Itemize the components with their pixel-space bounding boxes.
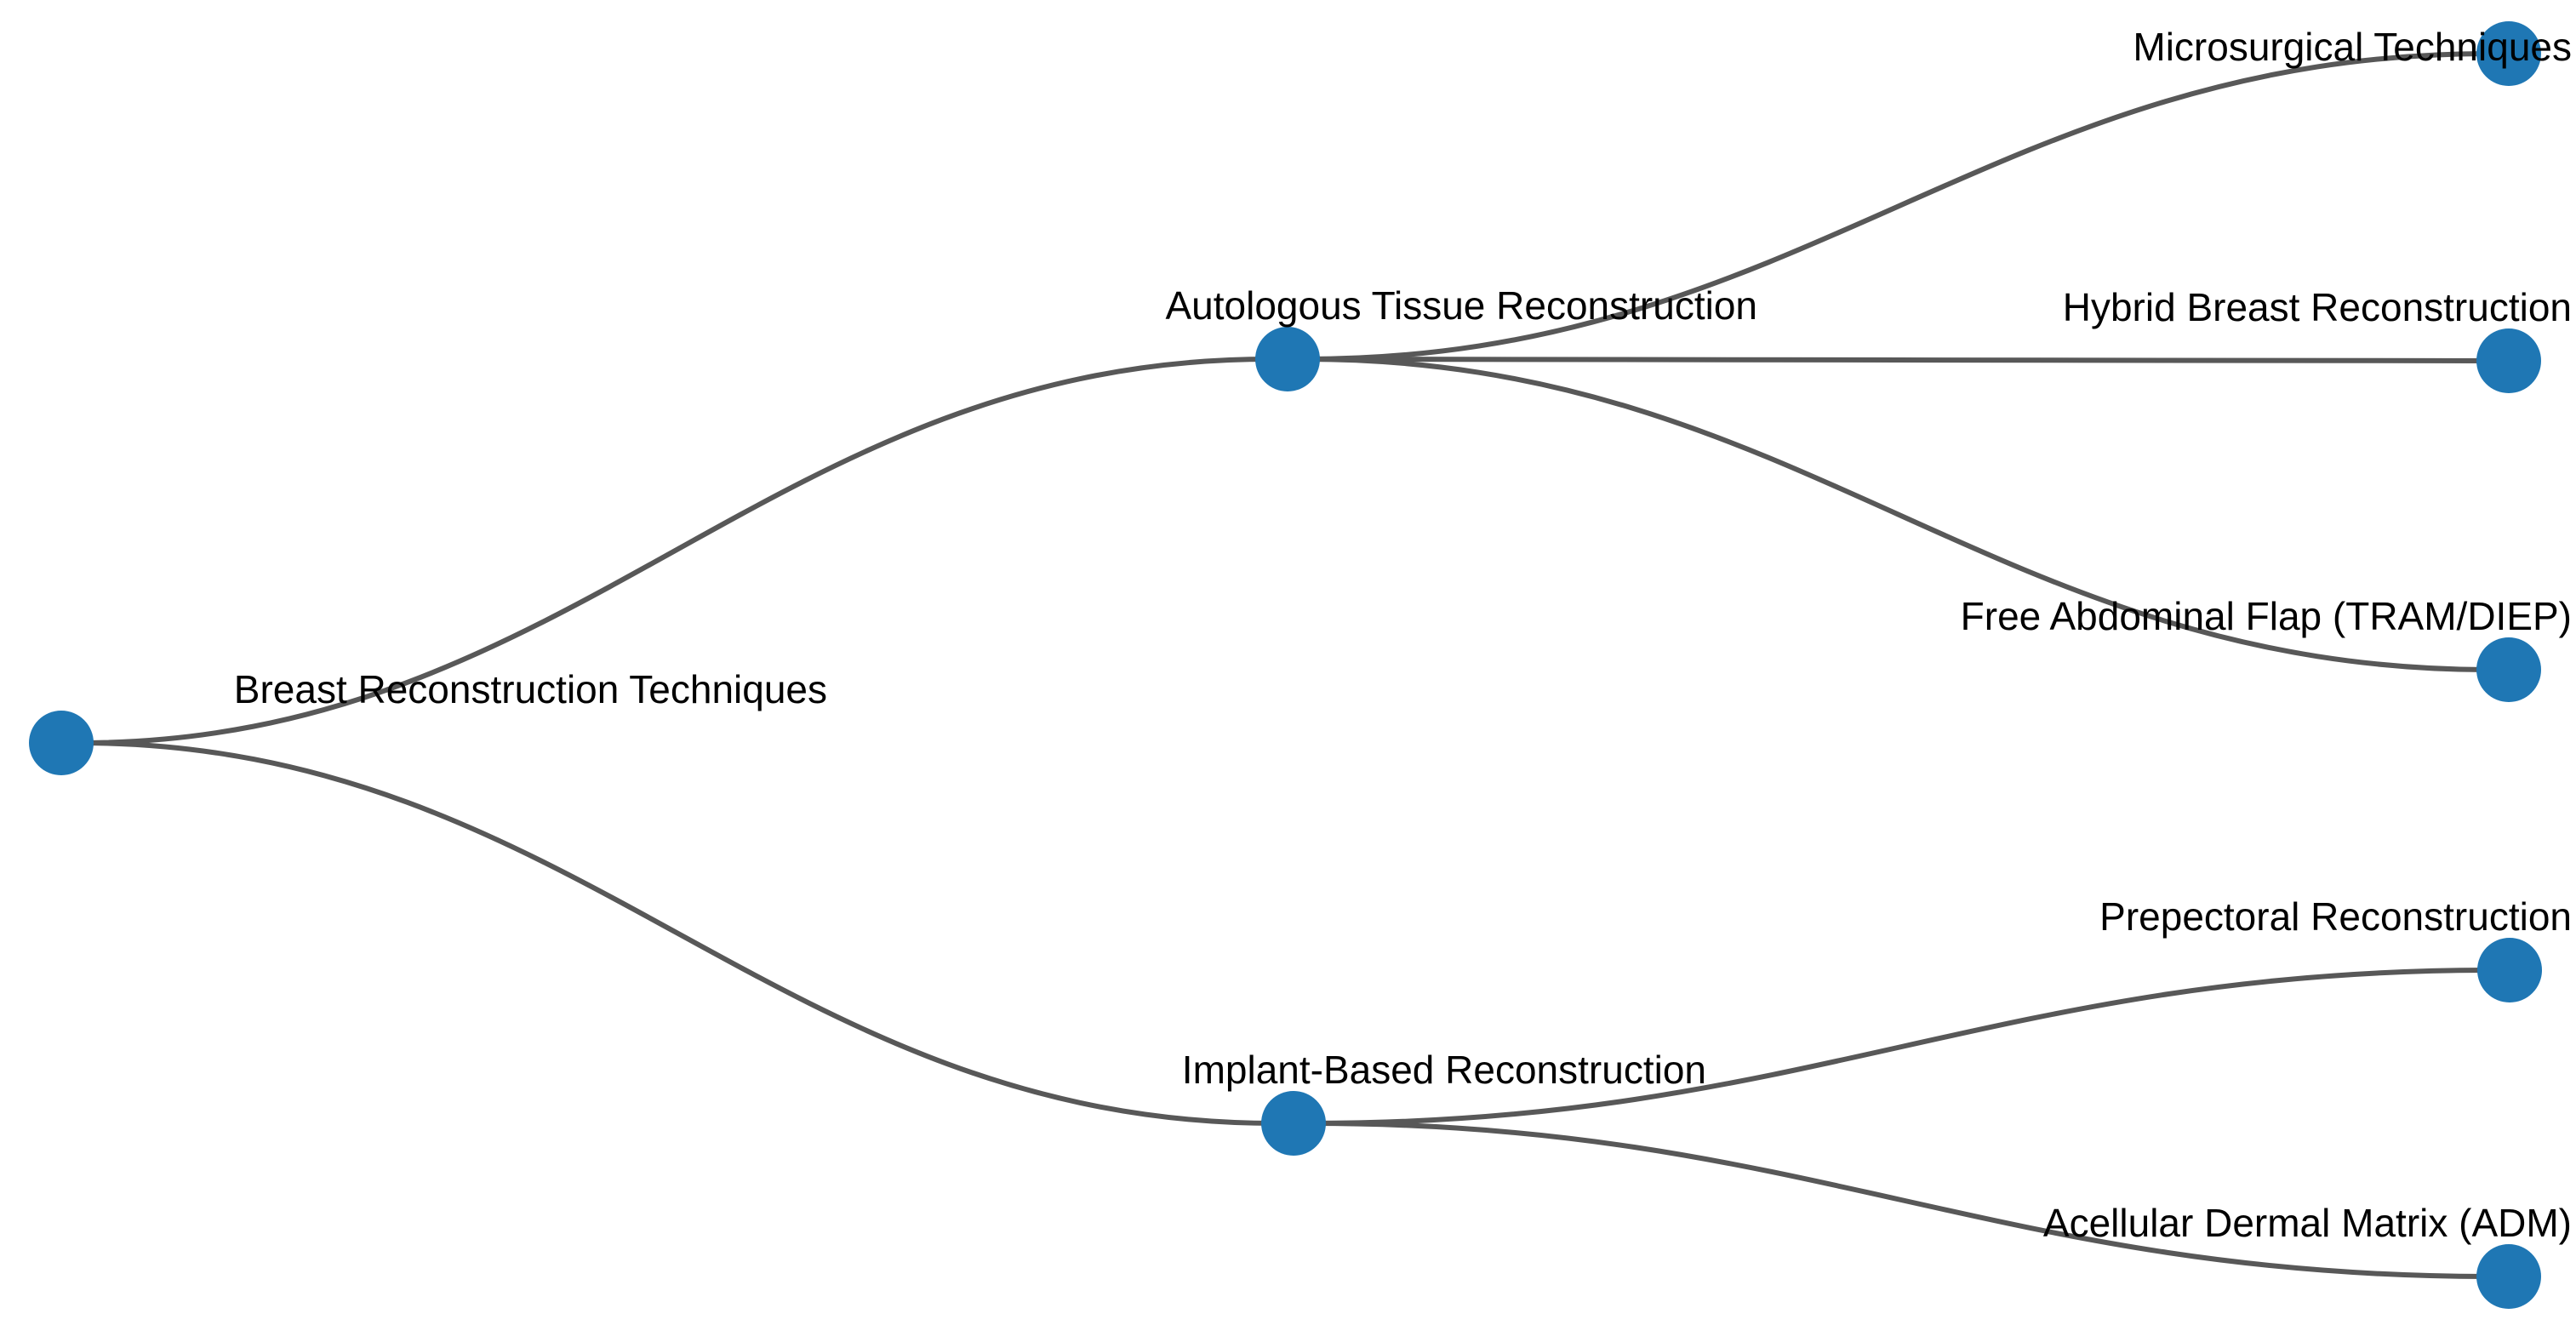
tree-node-label-hybrid: Hybrid Breast Reconstruction <box>2062 285 2572 329</box>
tree-node-label-prepectoral: Prepectoral Reconstruction <box>2099 894 2572 939</box>
tree-edge <box>1302 357 2494 363</box>
tree-node-label-adm: Acellular Dermal Matrix (ADM) <box>2042 1201 2572 1245</box>
tree-node-label-implant: Implant-Based Reconstruction <box>1181 1048 1706 1092</box>
tree-node-label-free-flap: Free Abdominal Flap (TRAM/DIEP) <box>1960 594 2572 638</box>
tree-node-label-autologous: Autologous Tissue Reconstruction <box>1165 283 1757 328</box>
tree-node-prepectoral[interactable] <box>2477 938 2542 1002</box>
tree-node-label-root: Breast Reconstruction Techniques <box>233 667 827 711</box>
tree-edge <box>1302 357 2494 672</box>
tree-edge <box>1302 51 2494 362</box>
tree-node-implant[interactable] <box>1261 1091 1326 1156</box>
tree-edge <box>76 357 1273 745</box>
tree-node-label-microsurgical: Microsurgical Techniques <box>2133 25 2572 69</box>
tree-node-microsurgical[interactable] <box>2476 21 2541 86</box>
tree-node-free-flap[interactable] <box>2476 637 2541 702</box>
tree-edge <box>76 740 1279 1126</box>
tree-node-adm[interactable] <box>2476 1244 2541 1309</box>
tree-edge <box>1308 1121 2494 1279</box>
tree-edge <box>1308 968 2495 1126</box>
tree-node-autologous[interactable] <box>1255 327 1320 391</box>
tree-node-hybrid[interactable] <box>2476 328 2541 393</box>
tree-node-root[interactable] <box>29 711 94 775</box>
